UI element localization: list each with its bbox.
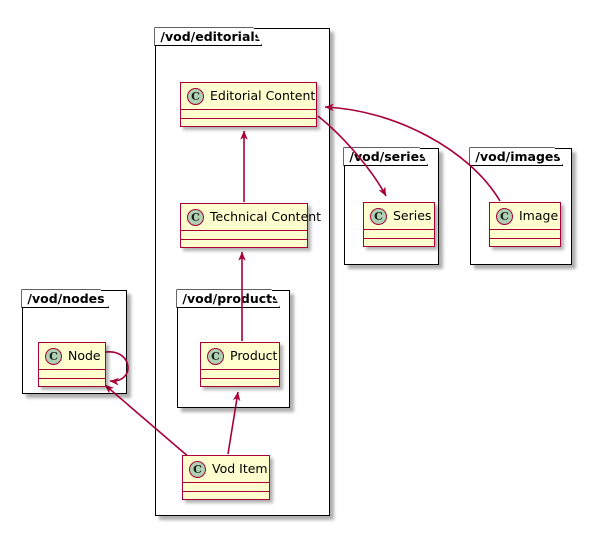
class-icon: C [187, 87, 204, 105]
class-editorial-content[interactable]: C Editorial Content [180, 82, 317, 127]
class-name: Image [519, 207, 559, 223]
package-label-text: /vod/nodes [27, 290, 105, 306]
class-title-row: C Product [201, 343, 279, 370]
class-methods-compartment [201, 379, 279, 388]
class-attributes-compartment [181, 110, 316, 119]
class-methods-compartment [183, 492, 269, 501]
class-name: Editorial Content [210, 87, 316, 103]
class-name: Series [393, 207, 432, 223]
package-label-text: /vod/products [182, 290, 280, 306]
class-name: Vod Item [212, 460, 268, 476]
class-methods-compartment [181, 240, 307, 249]
class-attributes-compartment [201, 370, 279, 379]
class-icon: C [187, 208, 204, 226]
class-title-row: C Editorial Content [181, 83, 316, 110]
class-series[interactable]: C Series [363, 202, 435, 247]
package-label-text: /vod/series [349, 148, 427, 164]
class-name: Product [230, 347, 278, 363]
class-icon: C [496, 207, 513, 225]
class-title-row: C Vod Item [183, 456, 269, 483]
class-attributes-compartment [364, 230, 434, 239]
class-title-row: C Image [490, 203, 560, 230]
package-label-series: /vod/series [343, 147, 428, 166]
class-name: Node [68, 347, 101, 363]
class-title-row: C Node [39, 343, 105, 370]
class-product[interactable]: C Product [200, 342, 280, 387]
class-node[interactable]: C Node [38, 342, 106, 387]
class-icon: C [189, 460, 206, 478]
package-label-images: /vod/images [469, 147, 563, 166]
class-title-row: C Series [364, 203, 434, 230]
package-label-editorials: /vod/editorials [154, 27, 262, 46]
class-icon: C [45, 347, 62, 365]
class-vod-item[interactable]: C Vod Item [182, 455, 270, 500]
class-attributes-compartment [181, 231, 307, 240]
class-attributes-compartment [490, 230, 560, 239]
class-name: Technical Content [210, 208, 322, 224]
class-image[interactable]: C Image [489, 202, 561, 247]
class-technical-content[interactable]: C Technical Content [180, 203, 321, 249]
class-title-row: C Technical Content [181, 204, 321, 231]
package-label-text: /vod/images [475, 148, 561, 164]
class-methods-compartment [181, 119, 316, 128]
class-attributes-compartment [183, 483, 269, 492]
class-methods-compartment [364, 239, 434, 248]
package-label-text: /vod/editorials [160, 28, 263, 44]
package-label-products: /vod/products [176, 289, 280, 308]
class-icon: C [370, 207, 387, 225]
package-label-nodes: /vod/nodes [21, 289, 109, 308]
class-methods-compartment [39, 379, 105, 388]
class-attributes-compartment [39, 370, 105, 379]
class-icon: C [207, 347, 224, 365]
class-methods-compartment [490, 239, 560, 248]
